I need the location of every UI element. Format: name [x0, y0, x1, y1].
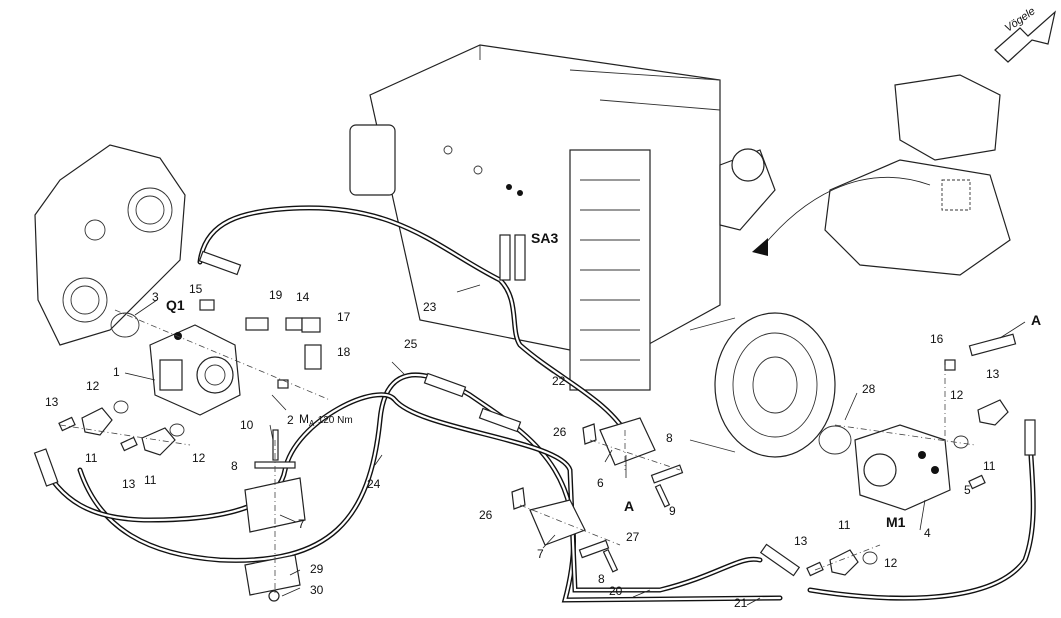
label-m1: M1 — [886, 514, 906, 530]
label-29: 29 — [310, 562, 324, 576]
label-13b: 13 — [122, 477, 136, 491]
label-15: 15 — [189, 282, 203, 296]
label-28: 28 — [862, 382, 876, 396]
label-3: 3 — [152, 290, 159, 304]
label-q1: Q1 — [166, 297, 185, 313]
label-12b: 12 — [192, 451, 206, 465]
label-30: 30 — [310, 583, 324, 597]
label-11a: 11 — [85, 451, 98, 465]
label-13d: 13 — [794, 534, 808, 548]
label-18: 18 — [337, 345, 351, 359]
label-26a: 26 — [553, 425, 567, 439]
label-11d: 11 — [838, 518, 851, 532]
label-23: 23 — [423, 300, 437, 314]
label-17: 17 — [337, 310, 351, 324]
hoses — [37, 205, 1036, 603]
label-8a: 8 — [231, 459, 238, 473]
torque-value: 120 Nm — [317, 415, 353, 426]
label-7a: 7 — [298, 517, 305, 531]
label-10: 10 — [240, 418, 254, 432]
label-8b: 8 — [666, 431, 673, 445]
hose-fittings — [33, 234, 1036, 577]
leader-lines — [124, 284, 1026, 606]
label-11b: 11 — [144, 473, 157, 487]
gear-housing — [34, 144, 186, 346]
label-1: 1 — [113, 365, 120, 379]
label-5: 5 — [964, 483, 971, 497]
label-2: 2 — [287, 413, 294, 427]
label-12a: 12 — [86, 379, 100, 393]
torque-spec: MA 120 Nm — [299, 412, 353, 428]
torque-subscript: A — [309, 419, 315, 428]
label-19: 19 — [269, 288, 283, 302]
label-12d: 12 — [884, 556, 898, 570]
label-11c: 11 — [983, 459, 996, 473]
small-parts — [58, 299, 1009, 602]
label-4: 4 — [924, 526, 931, 540]
label-6: 6 — [597, 476, 604, 490]
label-27: 27 — [626, 530, 640, 544]
label-20: 20 — [609, 584, 623, 598]
paver-overview — [752, 74, 1011, 276]
label-25: 25 — [404, 337, 418, 351]
label-8c: 8 — [598, 572, 605, 586]
label-sa3: SA3 — [531, 230, 559, 246]
label-13c: 13 — [986, 367, 1000, 381]
label-24: 24 — [367, 477, 381, 491]
label-26b: 26 — [479, 508, 493, 522]
label-22: 22 — [552, 374, 566, 388]
label-a-top: A — [1031, 312, 1042, 328]
pump-q1 — [149, 324, 241, 416]
motor-m1 — [854, 424, 951, 511]
label-12c: 12 — [950, 388, 964, 402]
label-21: 21 — [734, 596, 748, 610]
label-13a: 13 — [45, 395, 59, 409]
label-9: 9 — [669, 504, 676, 518]
label-a-mid: A — [624, 498, 635, 514]
label-7b: 7 — [537, 547, 544, 561]
label-16: 16 — [930, 332, 944, 346]
torque-symbol: M — [299, 412, 309, 426]
centre-lines — [59, 309, 976, 595]
drive-sprocket — [689, 312, 836, 458]
label-14: 14 — [296, 290, 310, 304]
hydraulic-tank — [349, 44, 776, 391]
